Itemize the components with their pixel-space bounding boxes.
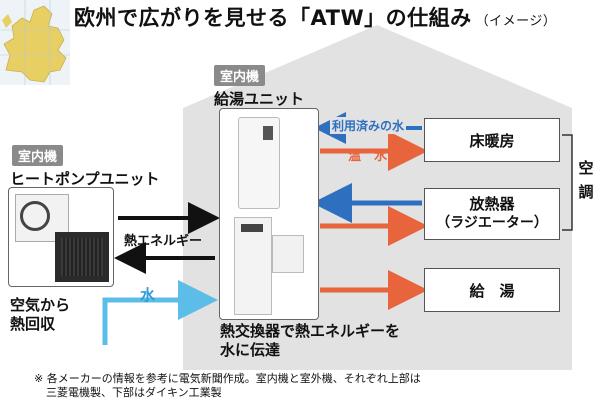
- air-heat-recovery-caption: 空気から 熱回収: [10, 296, 70, 334]
- indoor-unit-tag: 室内機: [214, 65, 266, 86]
- floor-heating-label: 床暖房: [469, 131, 515, 150]
- caption-line-1: 空気から: [10, 296, 71, 314]
- title-sub: （イメージ）: [475, 14, 557, 29]
- heat-pump-bottom-image: [55, 232, 109, 282]
- indoor-unit-lower-image: [234, 217, 272, 315]
- radiator-sub-label: （ラジエーター）: [436, 215, 548, 231]
- air-conditioning-label: 空 調: [576, 156, 596, 204]
- ac-char-2: 調: [578, 183, 594, 201]
- footnote-line-2: 三菱電機製、下部はダイキン工業製: [46, 386, 222, 399]
- footnote-line-1: ※ 各メーカーの情報を参考に電気新聞作成。室内機と室外機、それぞれ上部は: [34, 372, 421, 385]
- caption-line-2: 熱回収: [10, 315, 56, 333]
- hot-water-supply-label: 給 湯: [469, 281, 515, 300]
- europe-map-icon: [0, 0, 70, 85]
- heat-exchanger-caption: 熱交換器で熱エネルギーを 水に伝達: [220, 322, 400, 360]
- heat-energy-label: 熱エネルギー: [124, 234, 203, 249]
- ac-bracket: [562, 134, 573, 231]
- title-main: 欧州で広がりを見せる「ATW」の仕組み: [74, 6, 472, 30]
- heat-exchanger-line-2: 水に伝達: [220, 341, 281, 359]
- indoor-unit-name: 給湯ユニット: [214, 90, 305, 108]
- page-title: 欧州で広がりを見せる「ATW」の仕組み（イメージ）: [74, 2, 556, 32]
- used-water-label: 利用済みの水: [330, 117, 407, 134]
- radiator-box: 放熱器 （ラジエーター）: [424, 188, 560, 240]
- water-inflow-arrow: [102, 280, 218, 345]
- ac-char-1: 空: [578, 159, 594, 177]
- outdoor-unit-panel: [8, 187, 114, 287]
- water-label: 水: [140, 286, 156, 304]
- hot-water-supply-box: 給 湯: [424, 268, 560, 312]
- hot-water-label: 温 水: [348, 149, 388, 164]
- outdoor-unit-tag: 室内機: [12, 145, 64, 166]
- outdoor-unit-name: ヒートポンプユニット: [10, 170, 160, 188]
- floor-heating-box: 床暖房: [424, 118, 560, 162]
- indoor-unit-panel: [219, 108, 319, 320]
- hot-water-tank-image: [238, 117, 280, 209]
- heat-exchanger-line-1: 熱交換器で熱エネルギーを: [220, 322, 401, 340]
- footnote: ※ 各メーカーの情報を参考に電気新聞作成。室内機と室外機、それぞれ上部は 三菱電…: [34, 372, 421, 400]
- radiator-label: 放熱器: [469, 195, 515, 213]
- indoor-unit-side-image: [272, 235, 304, 273]
